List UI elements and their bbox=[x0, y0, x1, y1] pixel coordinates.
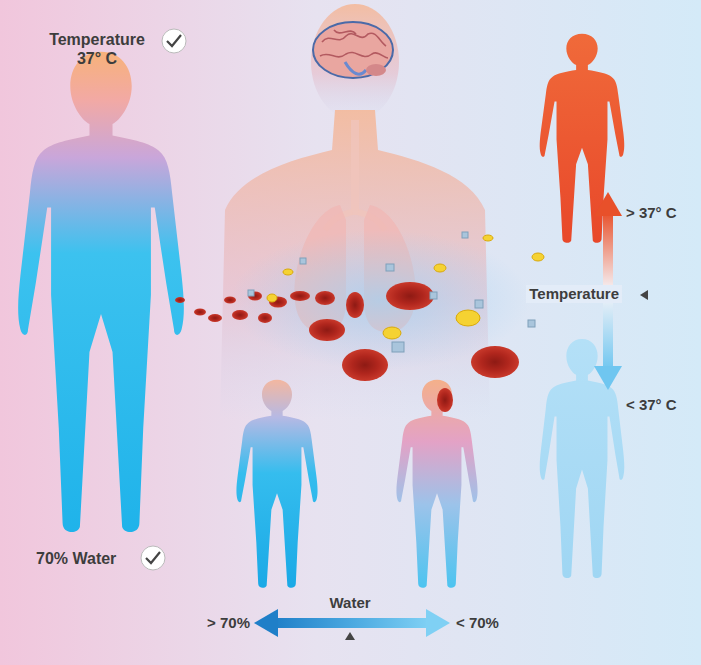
water-axis-label: Water bbox=[300, 594, 400, 612]
low-water-label: < 70% bbox=[456, 614, 526, 632]
high-water-label: > 70% bbox=[184, 614, 250, 632]
low-temperature-label: < 37° C bbox=[626, 396, 698, 414]
hot-body bbox=[540, 34, 625, 243]
blood-cells bbox=[175, 232, 544, 412]
dry-body bbox=[396, 380, 477, 588]
check-mark bbox=[162, 29, 186, 53]
water-arrow bbox=[254, 609, 450, 640]
normal-body bbox=[18, 52, 184, 532]
check-mark bbox=[141, 546, 165, 570]
high-temperature-label: > 37° C bbox=[626, 204, 698, 222]
cold-body bbox=[540, 339, 625, 578]
normal-water-label: 70% Water bbox=[36, 549, 140, 568]
wet-body bbox=[236, 380, 317, 588]
temperature-axis-label: Temperature bbox=[526, 285, 622, 303]
normal-temperature-label: Temperature 37° C bbox=[38, 30, 156, 68]
